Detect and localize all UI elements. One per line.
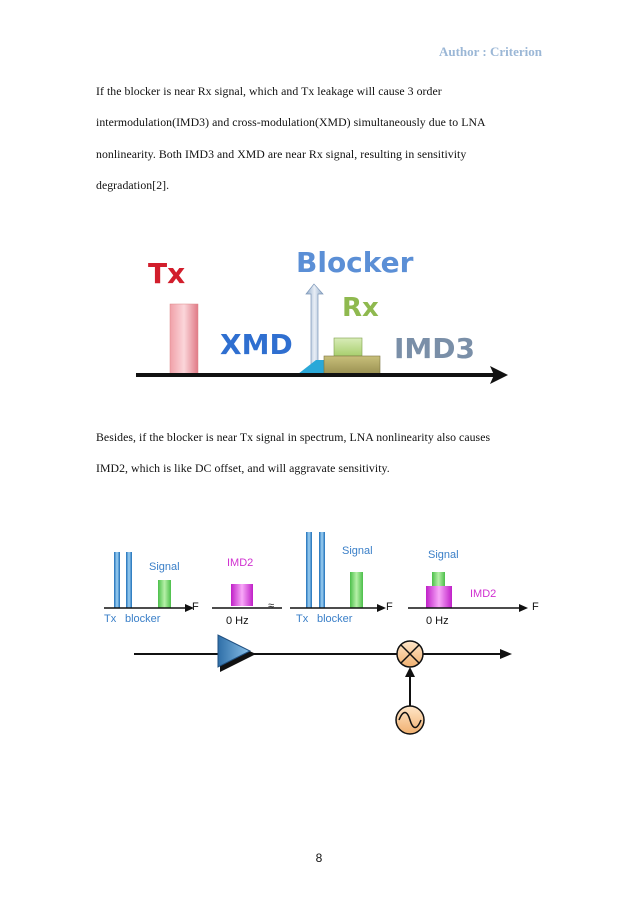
paragraph-imd2: Besides, if the blocker is near Tx signa… [96, 422, 546, 485]
imd2-label: IMD2 [470, 588, 496, 600]
tx-bar [306, 532, 312, 608]
signal-label: Signal [428, 549, 459, 561]
text-line: Besides, if the blocker is near Tx signa… [96, 430, 491, 444]
rx-label: Rx [342, 293, 379, 323]
sine-wave-icon [398, 711, 422, 729]
signal-label: Signal [149, 561, 180, 573]
text-line: If the blocker is near Rx signal, which … [96, 84, 442, 98]
figure-blocker-rx: Tx XMD Blocker Rx IMD3 [136, 246, 508, 384]
axis-arrowhead [185, 604, 194, 612]
axis-f-label: F [532, 601, 539, 613]
text-line: nonlinearity. Both IMD3 and XMD are near… [96, 146, 467, 161]
page-number: 8 [315, 851, 323, 865]
blocker-label: blocker [125, 613, 161, 625]
text-line: degradation[2]. [96, 177, 170, 192]
author-header: Author : Criterion [438, 44, 542, 59]
signal-bar [158, 580, 171, 608]
zero-hz-label: 0 Hz [226, 615, 249, 627]
axis-break-icon: ≈ [268, 600, 274, 612]
imd2-bar [426, 586, 452, 608]
zero-hz-label: 0 Hz [426, 615, 449, 627]
tx-label: Tx [104, 613, 117, 625]
signal-label: Signal [342, 545, 373, 557]
signal-bar [350, 572, 363, 608]
lna-amplifier-icon [217, 634, 252, 668]
axis-arrowhead [490, 366, 508, 384]
blocker-arrow [305, 283, 324, 371]
signal-arrowhead [500, 649, 512, 659]
xmd-label: XMD [220, 328, 293, 361]
axis-arrowhead [377, 604, 386, 612]
text-line: intermodulation(IMD3) and cross-modulati… [96, 115, 486, 130]
mixer-cross [400, 644, 420, 664]
lo-arrowhead [405, 667, 415, 677]
tx-label: Tx [296, 613, 309, 625]
blocker-bar [319, 532, 325, 608]
paragraph-imd3-xmd: If the blocker is near Rx signal, which … [96, 76, 546, 201]
blocker-label: blocker [317, 613, 353, 625]
blocker-label: Blocker [296, 246, 414, 279]
signal-bar [432, 572, 445, 586]
imd2-label: IMD2 [227, 557, 253, 569]
blocker-bar [126, 552, 132, 608]
axis-arrowhead [519, 604, 528, 612]
figure-imd2-chain: Signal F Tx blocker IMD2 0 Hz ≈ Signal F… [104, 532, 539, 735]
axis-f-label: F [192, 601, 199, 613]
imd3-bar [323, 355, 381, 375]
tx-bar [169, 303, 199, 375]
tx-label: Tx [148, 257, 185, 290]
imd3-label: IMD3 [394, 332, 475, 365]
axis-f-label: F [386, 601, 393, 613]
imd2-bar [231, 584, 253, 606]
tx-bar [114, 552, 120, 608]
text-line: IMD2, which is like DC offset, and will … [96, 461, 390, 476]
xmd-skirt [298, 360, 326, 374]
rx-bar [333, 337, 363, 357]
